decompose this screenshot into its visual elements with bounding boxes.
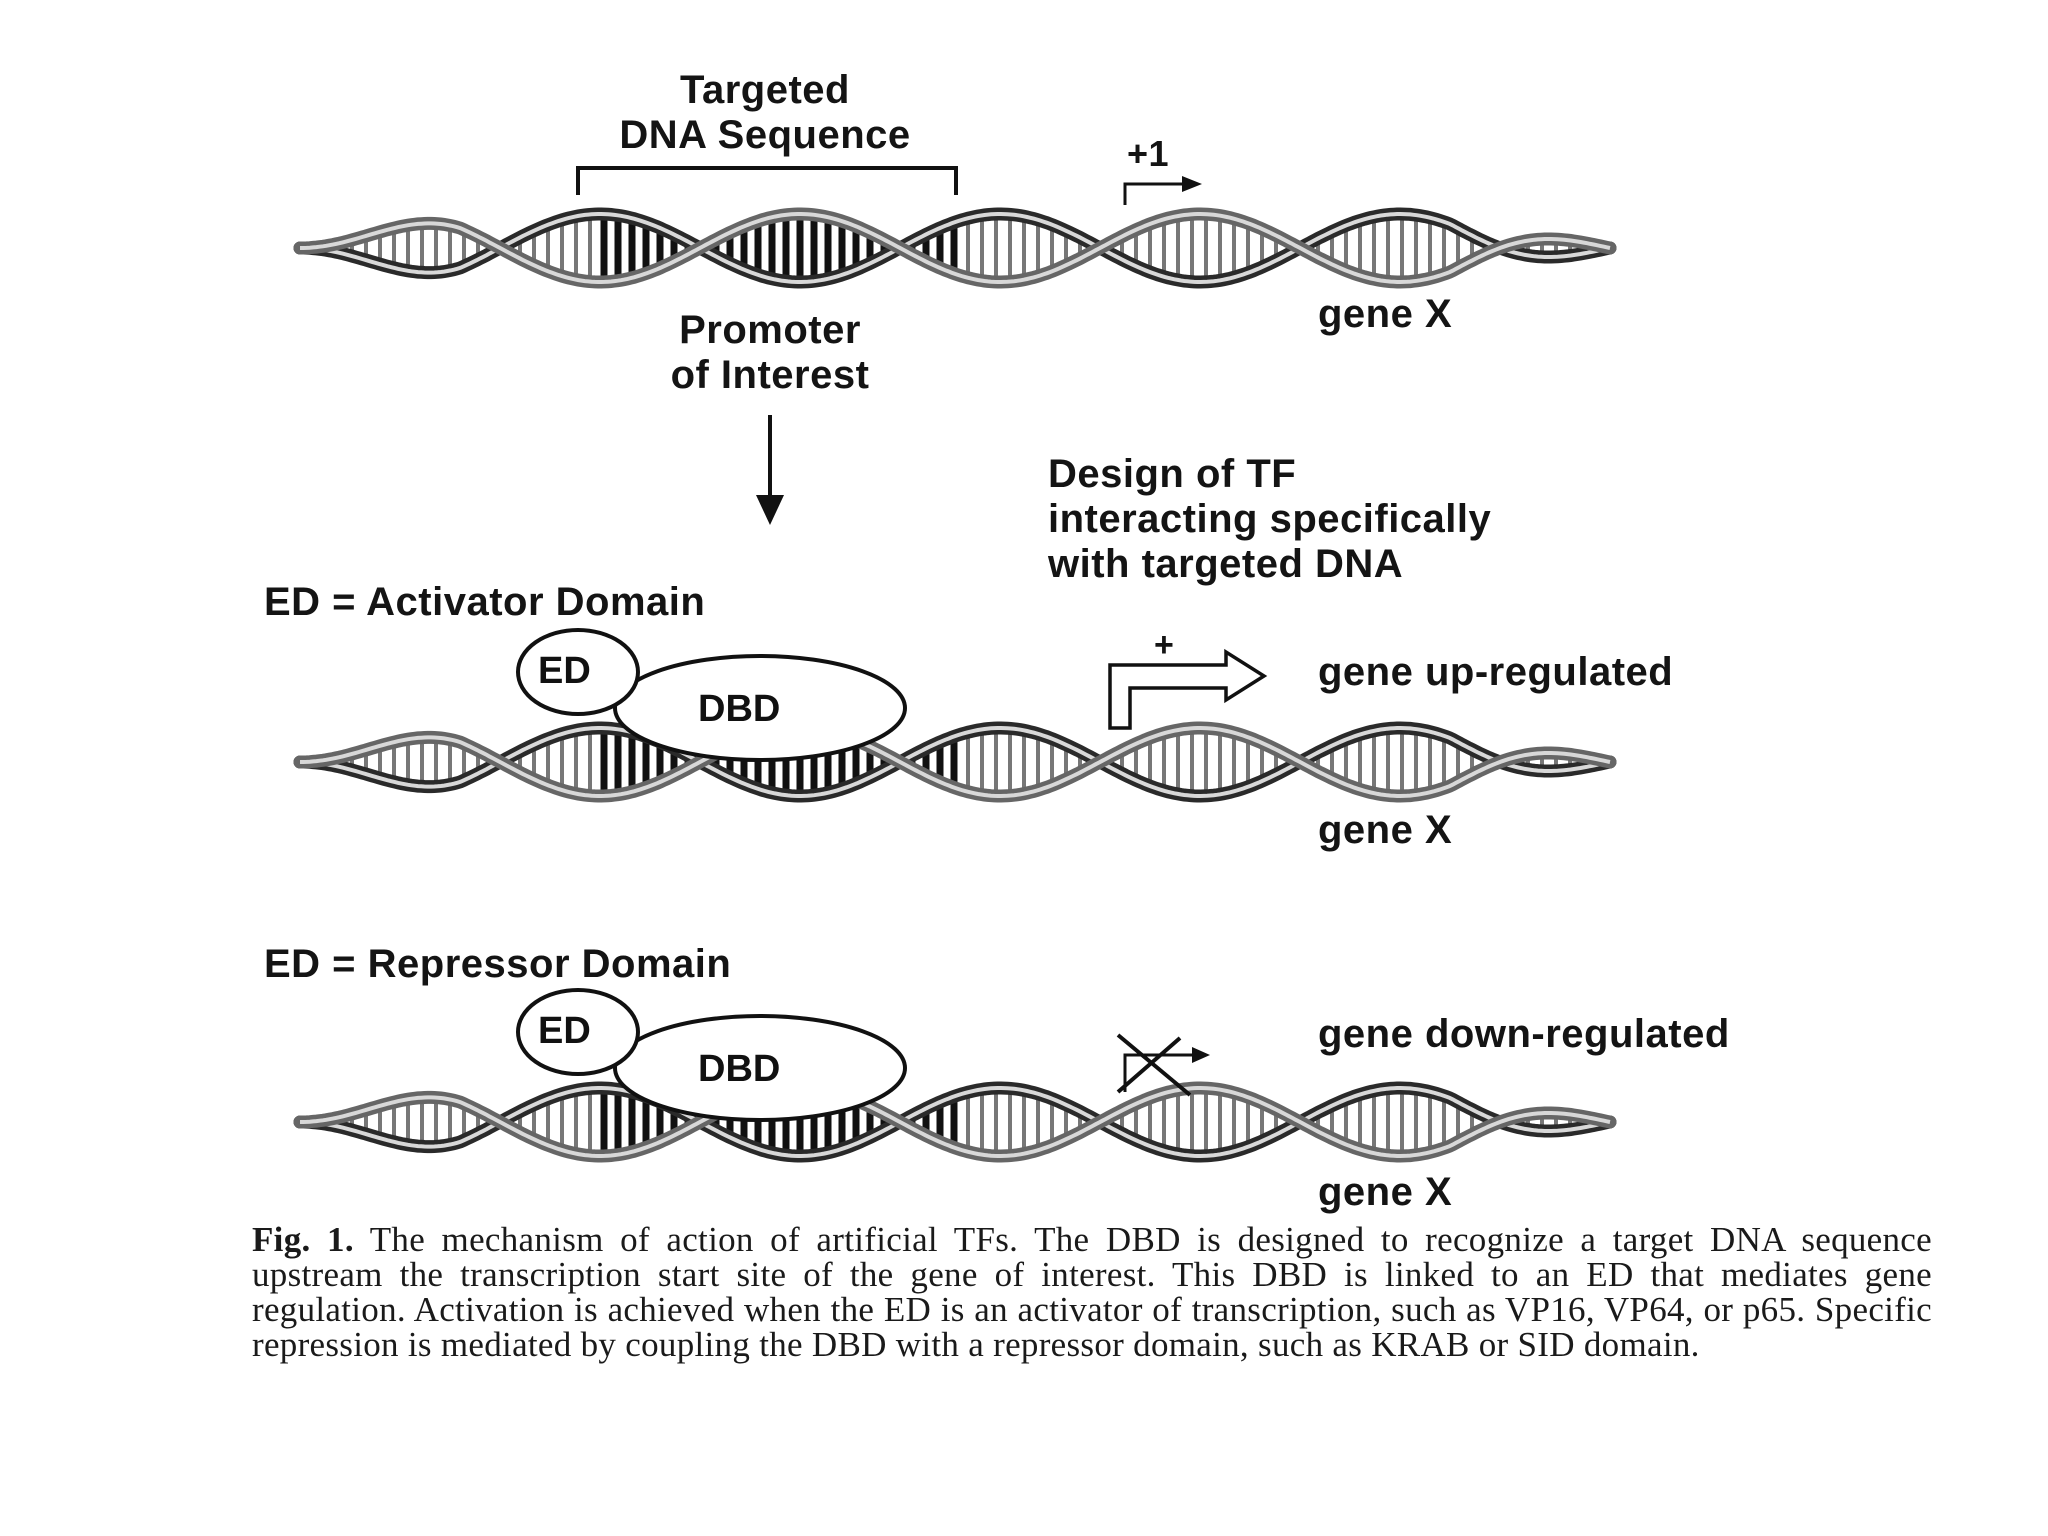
repressor-ed-circle <box>516 988 640 1076</box>
design-tf-label: Design of TF interacting specifically wi… <box>1048 452 1492 586</box>
promoter-label: Promoter of Interest <box>670 308 870 397</box>
activator-ed-circle <box>516 628 640 716</box>
activator-dbd-label: DBD <box>698 688 781 730</box>
figure-caption-text: The mechanism of action of artificial TF… <box>252 1220 1932 1364</box>
dna-strand-highlight <box>300 212 1611 284</box>
targeted-bracket <box>576 166 958 195</box>
activator-dbd-ellipse <box>613 654 907 762</box>
dna-helix-top <box>293 207 1617 289</box>
gene-up-regulated-label: gene up-regulated <box>1318 650 1674 694</box>
dna-strand-highlight <box>300 1086 1611 1158</box>
tss-arrow <box>1123 182 1185 205</box>
tss-arrow-head <box>1182 176 1202 192</box>
targeted-dna-label: Targeted DNA Sequence <box>619 68 911 157</box>
activation-arrow <box>1108 648 1268 730</box>
repressor-gene-label: gene X <box>1318 1170 1453 1214</box>
gene-down-regulated-label: gene down-regulated <box>1318 1012 1730 1056</box>
activator-ed-label: ED <box>538 650 591 692</box>
blocked-tss-arrow <box>1116 1033 1210 1097</box>
top-gene-label: gene X <box>1318 292 1453 336</box>
dna-strand-highlight <box>300 726 1611 798</box>
dna-helix-activator <box>293 721 1617 803</box>
dna-strand-highlight <box>300 212 1611 284</box>
activator-gene-label: gene X <box>1318 808 1453 852</box>
tss-plus-one-label: +1 <box>1127 133 1170 174</box>
repressor-ed-label: ED <box>538 1010 591 1052</box>
down-arrow-head <box>756 495 784 525</box>
repressor-dbd-label: DBD <box>698 1048 781 1090</box>
dna-helix-repressor <box>293 1081 1617 1163</box>
dna-strand-highlight <box>300 1086 1611 1158</box>
figure-caption: Fig. 1. The mechanism of action of artif… <box>252 1222 1932 1362</box>
dna-strand-highlight <box>300 726 1611 798</box>
repressor-dbd-ellipse <box>613 1014 907 1122</box>
figure-number: Fig. 1. <box>252 1220 354 1259</box>
activator-title: ED = Activator Domain <box>264 580 706 624</box>
activator-plus-label: + <box>1154 626 1175 664</box>
repressor-title: ED = Repressor Domain <box>264 942 732 986</box>
